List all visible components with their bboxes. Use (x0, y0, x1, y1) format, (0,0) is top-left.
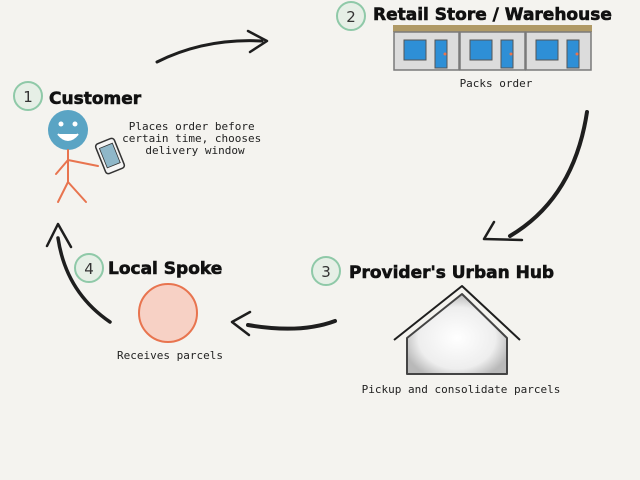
step-badge: 4 (74, 253, 104, 283)
step-badge: 2 (336, 1, 366, 31)
arrow-store-to-hub (482, 110, 589, 242)
step-note: Packs order (460, 77, 533, 90)
house-icon (393, 285, 521, 375)
step-note: Receives parcels (117, 349, 223, 362)
step-local-spoke: 4 Local Spoke Receives parcels (74, 253, 223, 362)
step-number: 1 (23, 88, 33, 106)
step-urban-hub: 3 Provider's Urban Hub Pickup and consol… (311, 256, 561, 396)
phone-icon (94, 137, 126, 175)
arrow-hub-to-spoke (230, 310, 337, 337)
step-customer: 1 Customer Places order before certain t… (13, 81, 268, 203)
smiley-face-icon (48, 110, 88, 150)
step-retail-store: 2 Retail Store / Warehouse Packs order (336, 1, 612, 90)
arrow-spoke-to-customer (45, 222, 112, 324)
step-title: Customer (49, 89, 142, 109)
step-number: 3 (321, 263, 331, 281)
step-note: Pickup and consolidate parcels (362, 383, 561, 396)
stick-figure-icon (55, 149, 99, 203)
store-icon (393, 25, 592, 71)
step-note: Places order before certain time, choose… (122, 120, 268, 157)
step-number: 2 (346, 8, 356, 26)
step-number: 4 (84, 260, 94, 278)
circle-icon (138, 283, 198, 343)
step-badge: 3 (311, 256, 341, 286)
step-title: Local Spoke (108, 259, 222, 279)
step-title: Provider's Urban Hub (349, 263, 554, 283)
arrow-customer-to-store (155, 29, 269, 64)
step-title: Retail Store / Warehouse (373, 5, 612, 25)
step-badge: 1 (13, 81, 43, 111)
